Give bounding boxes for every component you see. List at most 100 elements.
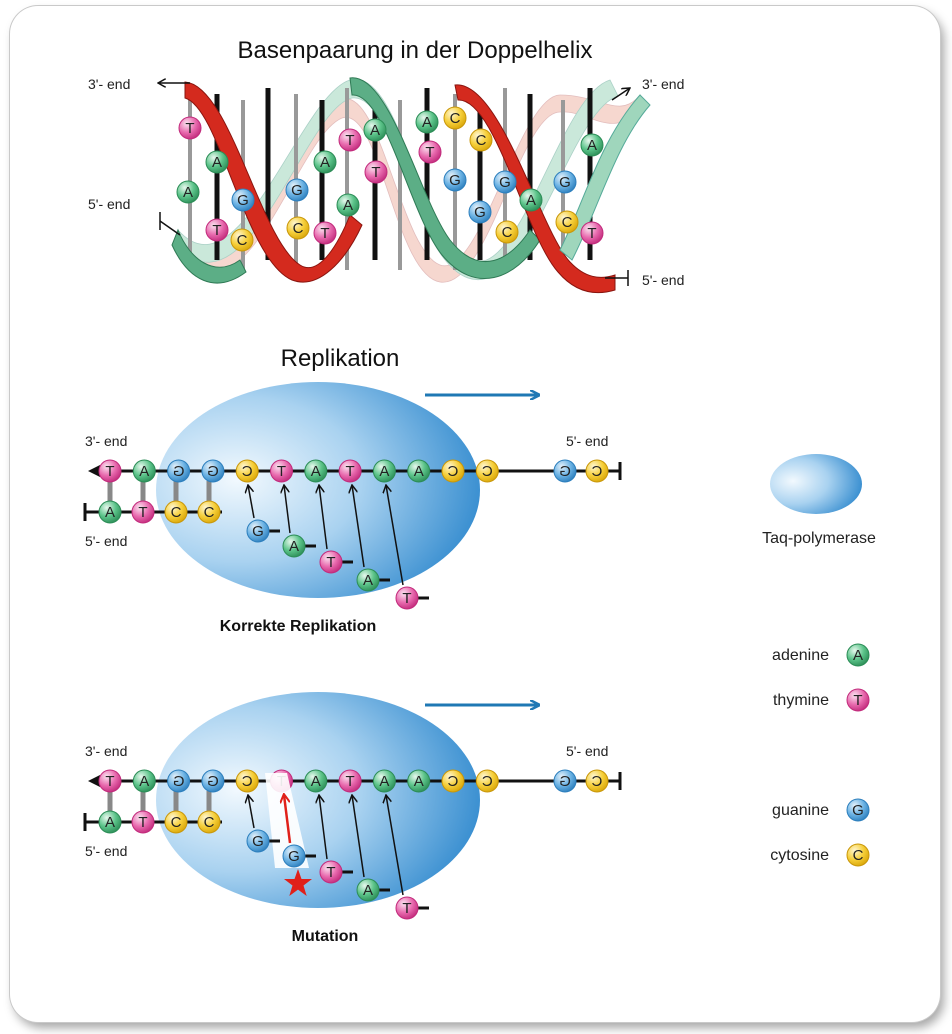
- template-3end-label: 3'- end: [85, 743, 127, 759]
- svg-text:A: A: [379, 463, 389, 480]
- template-3end-arrow: [88, 465, 100, 477]
- helix-base-G: G: [468, 200, 492, 224]
- incoming-base-T: T: [319, 550, 343, 574]
- svg-text:G: G: [559, 463, 571, 480]
- taq-polymerase: [156, 692, 480, 908]
- helix-base-A: A: [519, 188, 543, 212]
- incoming-base-A: A: [282, 534, 306, 558]
- svg-text:T: T: [345, 132, 354, 149]
- svg-text:T: T: [105, 463, 114, 480]
- helix-base-T: T: [205, 218, 229, 242]
- primer-5end-label: 5'- end: [85, 533, 127, 549]
- incoming-base-T: T: [319, 860, 343, 884]
- svg-text:T: T: [425, 144, 434, 161]
- template-base-C: C: [475, 459, 499, 483]
- new-base-A: A: [98, 500, 122, 524]
- template-base-A: A: [407, 459, 431, 483]
- helix-base-A: A: [415, 110, 439, 134]
- template-base-T: T: [98, 459, 122, 483]
- svg-text:C: C: [242, 463, 253, 480]
- taq-polymerase: [156, 382, 480, 598]
- svg-text:A: A: [311, 773, 321, 790]
- incorporation-arrow: [386, 795, 404, 896]
- incoming-base-G: G: [246, 829, 270, 853]
- template-base-G: G: [201, 459, 225, 483]
- template-5end-right-label: 5'- end: [566, 743, 608, 759]
- new-base-C: C: [197, 500, 221, 524]
- template-end-base-G: G: [553, 769, 577, 793]
- incorporation-arrow: [284, 795, 292, 844]
- svg-text:G: G: [559, 773, 571, 790]
- helix-title: Basenpaarung in der Doppelhelix: [238, 37, 593, 64]
- svg-text:C: C: [242, 773, 253, 790]
- template-base-A: A: [132, 769, 156, 793]
- helix-base-T: T: [580, 221, 604, 245]
- template-base-A: A: [132, 459, 156, 483]
- legend-label: thymine: [773, 692, 829, 709]
- svg-text:A: A: [422, 114, 432, 131]
- incorporation-arrow: [319, 485, 328, 550]
- incorporation-arrow: [284, 485, 291, 534]
- template-base-T: T: [270, 459, 293, 483]
- template-base-T: T: [98, 769, 122, 793]
- svg-text:G: G: [252, 833, 264, 850]
- incoming-base-G: G: [282, 844, 306, 868]
- svg-text:T: T: [402, 590, 411, 607]
- replication-title: Replikation: [281, 345, 400, 372]
- svg-text:C: C: [562, 214, 573, 231]
- legend-base-C: C: [846, 843, 870, 867]
- svg-text:A: A: [212, 154, 222, 171]
- svg-text:T: T: [346, 463, 355, 480]
- svg-text:C: C: [853, 847, 864, 864]
- svg-text:G: G: [449, 172, 461, 189]
- svg-text:A: A: [105, 814, 115, 831]
- svg-text:C: C: [447, 773, 458, 790]
- template-end-base-C: C: [585, 769, 609, 793]
- helix-base-A: A: [176, 180, 200, 204]
- helix-5end-left-label: 5'- end: [88, 196, 130, 212]
- svg-text:C: C: [482, 773, 493, 790]
- svg-text:C: C: [591, 773, 602, 790]
- svg-text:C: C: [204, 814, 215, 831]
- helix-base-C: C: [495, 220, 519, 244]
- svg-text:T: T: [326, 864, 335, 881]
- svg-text:A: A: [139, 463, 149, 480]
- svg-text:T: T: [320, 225, 329, 242]
- svg-text:G: G: [252, 523, 264, 540]
- primer-5end-label: 5'- end: [85, 843, 127, 859]
- new-base-T: T: [131, 810, 155, 834]
- svg-text:A: A: [363, 572, 373, 589]
- svg-text:C: C: [204, 504, 215, 521]
- svg-text:A: A: [183, 184, 193, 201]
- template-3end-label: 3'- end: [85, 433, 127, 449]
- template-base-C: C: [235, 459, 259, 483]
- svg-text:T: T: [105, 773, 114, 790]
- template-base-A: A: [304, 459, 328, 483]
- svg-text:C: C: [591, 463, 602, 480]
- svg-text:A: A: [139, 773, 149, 790]
- svg-text:T: T: [185, 120, 194, 137]
- template-base-A: A: [407, 769, 431, 793]
- new-base-C: C: [197, 810, 221, 834]
- svg-text:T: T: [138, 504, 147, 521]
- incoming-base-T: T: [395, 896, 419, 920]
- template-base-G: G: [201, 769, 225, 793]
- helix-base-C: C: [469, 128, 493, 152]
- taq-polymerase-label: Taq-polymerase: [762, 530, 876, 547]
- helix-base-A: A: [363, 118, 387, 142]
- template-base-C: C: [475, 769, 499, 793]
- svg-text:A: A: [363, 882, 373, 899]
- template-base-G: G: [167, 769, 191, 793]
- template-base-A: A: [372, 459, 396, 483]
- svg-text:T: T: [346, 773, 355, 790]
- svg-text:T: T: [212, 222, 221, 239]
- helix-base-T: T: [418, 140, 442, 164]
- helix-5end-right-label: 5'- end: [642, 272, 684, 288]
- incorporation-arrow: [319, 795, 328, 860]
- svg-text:C: C: [447, 463, 458, 480]
